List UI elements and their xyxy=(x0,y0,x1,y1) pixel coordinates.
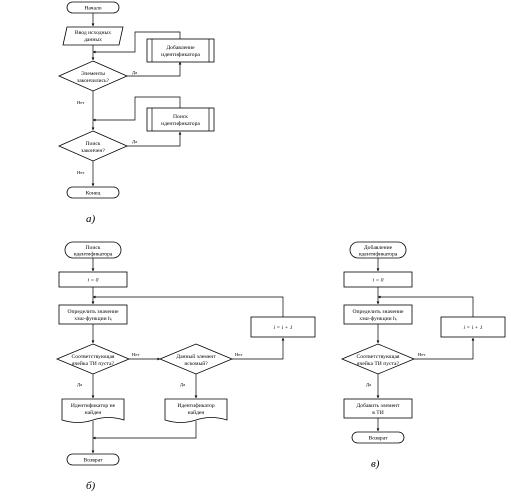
a-no-label-1: Нет xyxy=(77,100,84,105)
b-return-terminal xyxy=(66,453,120,466)
b-connector xyxy=(232,337,285,360)
b-connector xyxy=(92,295,284,317)
b-start-label-1: Поиск xyxy=(85,245,100,251)
c-decision-cell-label-1: Соответствующая xyxy=(356,354,399,360)
b-yes-label-2: Да xyxy=(180,382,185,387)
flowchart-c: Добавление идентификатора i = 0 Определи… xyxy=(340,241,506,470)
a-decision-elements-label-2: закончились? xyxy=(77,78,110,84)
b-found-label-1: Идентификатор xyxy=(177,402,215,409)
a-search-ident-label-2: идентификатора xyxy=(161,120,200,127)
c-no-label: Нет xyxy=(418,352,425,357)
a-connector xyxy=(92,96,181,122)
b-found-doc xyxy=(164,398,228,423)
b-decision-cell-label-1: Соответствующая xyxy=(71,354,114,360)
b-not-found-doc xyxy=(61,398,125,423)
b-decision-elem-label-2: искомый? xyxy=(184,360,208,367)
a-end-terminal xyxy=(66,186,120,199)
a-add-ident-label-2: идентификатора xyxy=(161,51,200,58)
b-no-label-2: Нет xyxy=(235,352,242,357)
a-search-ident-label-1: Поиск xyxy=(173,114,188,120)
c-add-elem-label-2: в ТИ xyxy=(372,410,384,416)
a-input-label-1: Ввод исходных xyxy=(75,30,111,36)
c-init-label: i = 0 xyxy=(373,278,384,284)
c-hash-label-1: Определить значение xyxy=(353,309,404,315)
c-start-label-1: Добавление xyxy=(364,244,393,251)
a-connector xyxy=(92,31,181,54)
c-return-label: Возврат xyxy=(369,436,389,442)
a-caption: а) xyxy=(86,213,96,225)
a-decision-search-label-1: Поиск xyxy=(85,141,100,147)
a-start-label: Начало xyxy=(84,6,101,12)
a-yes-label-1: Да xyxy=(132,70,137,75)
b-hash-label-2: хэш-функции hᵢ xyxy=(74,315,111,322)
c-increment-label: i = i + 1 xyxy=(463,325,482,331)
c-add-elem-label-1: Добавить элемент xyxy=(356,402,400,409)
c-hash-label-2: хэш-функции hᵢ xyxy=(359,315,396,322)
a-add-ident-process xyxy=(146,38,215,63)
b-return-label: Возврат xyxy=(84,458,104,464)
a-decision-elements-label-1: Элементы xyxy=(81,71,105,77)
b-decision-cell-label-2: ячейка ТИ пуста? xyxy=(72,360,115,367)
a-decision-search-label-2: закончен? xyxy=(81,148,105,154)
b-no-label-1: Нет xyxy=(132,352,139,357)
c-return-terminal xyxy=(351,431,405,444)
flowchart-a: Начало Ввод исходных данных Элементы зак… xyxy=(58,1,215,225)
c-decision-cell-label-2: ячейка ТИ пуста? xyxy=(357,360,400,367)
c-start-label-2: идентификатора xyxy=(359,251,398,258)
a-connector xyxy=(127,61,182,77)
flowchart-b: Поиск идентификатора i = 0 Определить зн… xyxy=(55,241,316,492)
a-search-ident-process xyxy=(146,107,215,132)
a-no-label-2: Нет xyxy=(77,170,84,175)
b-found-label-2: найден xyxy=(188,409,205,416)
b-increment-label: i = i + 1 xyxy=(273,325,292,331)
b-caption: б) xyxy=(86,480,96,492)
b-not-found-label-1: Идентификатор не xyxy=(71,402,116,409)
b-start-label-2: идентификатора xyxy=(74,251,113,258)
b-connector xyxy=(92,421,197,440)
c-connector xyxy=(414,337,475,360)
b-hash-label-1: Определить значение xyxy=(68,309,119,315)
a-yes-label-2: Да xyxy=(132,139,137,144)
b-not-found-label-2: найден xyxy=(85,409,102,416)
c-connector xyxy=(377,295,474,317)
c-yes-label: Да xyxy=(366,382,371,387)
b-init-label: i = 0 xyxy=(88,278,99,284)
a-input-block xyxy=(62,26,124,46)
c-caption: в) xyxy=(371,458,380,470)
a-input-label-2: данных xyxy=(84,37,102,43)
a-add-ident-label-1: Добавление xyxy=(166,44,195,51)
b-yes-label-1: Да xyxy=(77,382,82,387)
a-end-label: Конец xyxy=(86,191,101,197)
b-decision-elem-label-1: Данный элемент xyxy=(176,353,216,360)
a-connector xyxy=(127,131,182,147)
